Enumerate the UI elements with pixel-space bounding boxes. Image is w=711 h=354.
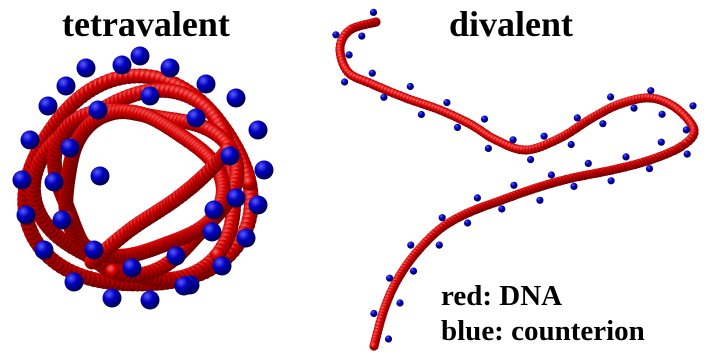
counterion-bead: [227, 189, 246, 208]
counterion-bead: [341, 78, 348, 85]
counterion-bead: [369, 70, 376, 77]
counterion-bead: [213, 257, 232, 276]
counterion-bead: [436, 242, 443, 249]
counterion-bead: [249, 196, 268, 215]
counterion-bead: [509, 136, 516, 143]
counterion-bead: [249, 121, 268, 140]
dna-bead: [105, 264, 120, 279]
counterion-bead: [536, 197, 543, 204]
counterion-bead: [123, 259, 142, 278]
counterion-bead: [570, 183, 577, 190]
counterion-bead: [227, 89, 246, 108]
counterion-bead: [386, 275, 393, 282]
counterion-bead: [510, 182, 517, 189]
counterion-bead: [622, 153, 629, 160]
counterion-bead: [683, 126, 690, 133]
counterion-bead: [385, 335, 392, 342]
counterion-bead: [370, 9, 377, 16]
counterion-bead: [77, 59, 96, 78]
counterion-bead: [585, 160, 592, 167]
counterion-bead: [481, 116, 488, 123]
counterion-bead: [684, 151, 691, 158]
counterion-bead: [175, 277, 194, 296]
counterion-bead: [197, 75, 216, 94]
dna-bead: [369, 341, 378, 350]
counterion-bead: [89, 101, 108, 120]
counterion-bead: [35, 241, 54, 260]
counterion-bead: [407, 83, 414, 90]
counterion-bead: [464, 219, 471, 226]
legend-dna: red: DNA: [441, 279, 562, 313]
counterion-bead: [568, 141, 575, 148]
panel-title-divalent: divalent: [449, 2, 573, 46]
counterion-bead: [131, 47, 150, 66]
counterion-bead: [541, 133, 548, 140]
counterion-bead: [418, 111, 425, 118]
counterion-bead: [332, 31, 339, 38]
counterion-bead: [608, 177, 615, 184]
counterion-bead: [85, 241, 104, 260]
counterion-bead: [255, 161, 274, 180]
counterion-bead: [439, 214, 446, 221]
counterion-bead: [658, 139, 665, 146]
counterion-bead: [548, 171, 555, 178]
counterion-bead: [358, 33, 365, 40]
counterion-bead: [599, 120, 606, 127]
counterion-bead: [161, 59, 180, 78]
counterion-bead: [527, 156, 534, 163]
counterion-bead: [659, 111, 666, 118]
counterion-bead: [113, 56, 132, 75]
counterion-bead: [221, 147, 240, 166]
counterion-bead: [61, 139, 80, 158]
counterion-bead: [103, 289, 122, 308]
counterion-bead: [237, 229, 256, 248]
counterion-bead: [607, 93, 614, 100]
counterion-bead: [45, 173, 64, 192]
counterion-bead: [57, 77, 76, 96]
counterion-bead: [203, 223, 222, 242]
counterion-bead: [167, 247, 186, 266]
counterion-bead: [407, 242, 414, 249]
panel-title-tetravalent: tetravalent: [62, 2, 230, 46]
legend-counterion: blue: counterion: [441, 314, 645, 348]
counterion-bead: [647, 87, 654, 94]
counterion-bead: [646, 165, 653, 172]
counterion-bead: [65, 273, 84, 292]
counterion-bead: [21, 131, 40, 150]
counterion-bead: [141, 87, 160, 106]
counterion-bead: [410, 268, 417, 275]
counterion-bead: [498, 205, 505, 212]
tetravalent-condensed-toroid: [13, 47, 274, 310]
counterion-bead: [630, 105, 637, 112]
counterion-bead: [396, 299, 403, 306]
counterion-bead: [346, 51, 353, 58]
counterion-bead: [141, 291, 160, 310]
counterion-bead: [689, 102, 696, 109]
counterion-bead: [454, 124, 461, 131]
counterion-bead: [443, 99, 450, 106]
counterion-bead: [474, 194, 481, 201]
counterion-bead: [574, 114, 581, 121]
counterion-bead: [370, 310, 377, 317]
counterion-bead: [205, 201, 224, 220]
counterion-bead: [39, 97, 58, 116]
counterion-bead: [485, 145, 492, 152]
counterion-bead: [53, 211, 72, 230]
counterion-bead: [187, 109, 206, 128]
counterion-bead: [380, 94, 387, 101]
counterion-bead: [17, 206, 36, 225]
counterion-bead: [13, 171, 32, 190]
counterion-bead: [91, 167, 110, 186]
